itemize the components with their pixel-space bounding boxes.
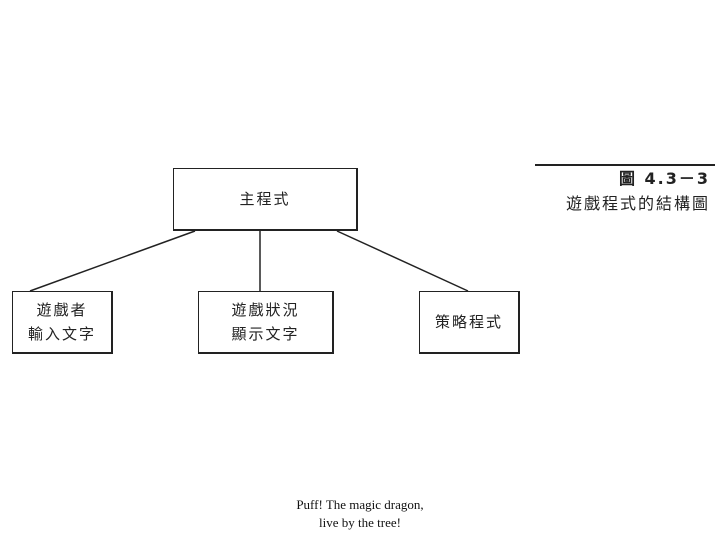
node-main-program-label: 主程式 — [239, 190, 291, 208]
node-status-display-line-2: 顯示文字 — [231, 325, 300, 343]
node-status-display-line-1: 遊戲狀況 — [231, 301, 300, 319]
edge-main-to-player-input — [29, 230, 196, 292]
node-status-display: 遊戲狀況 顯示文字 — [198, 291, 334, 354]
node-player-input: 遊戲者 輸入文字 — [12, 291, 113, 354]
caption-divider — [535, 164, 715, 166]
figure-title: 遊戲程式的結構圖 — [565, 194, 710, 213]
figure-number: 圖 4.3－3 — [618, 169, 710, 188]
node-player-input-line-2: 輸入文字 — [27, 325, 96, 343]
footer-line-1: Puff! The magic dragon, — [296, 497, 424, 512]
node-main-program: 主程式 — [173, 168, 358, 231]
node-strategy-program: 策略程式 — [419, 291, 520, 354]
node-strategy-program-label: 策略程式 — [434, 313, 503, 331]
edge-main-to-strategy — [336, 230, 469, 292]
footer-line-2: live by the tree! — [319, 515, 401, 530]
node-player-input-line-1: 遊戲者 — [36, 301, 88, 319]
footer-text: Puff! The magic dragon, live by the tree… — [0, 496, 720, 532]
